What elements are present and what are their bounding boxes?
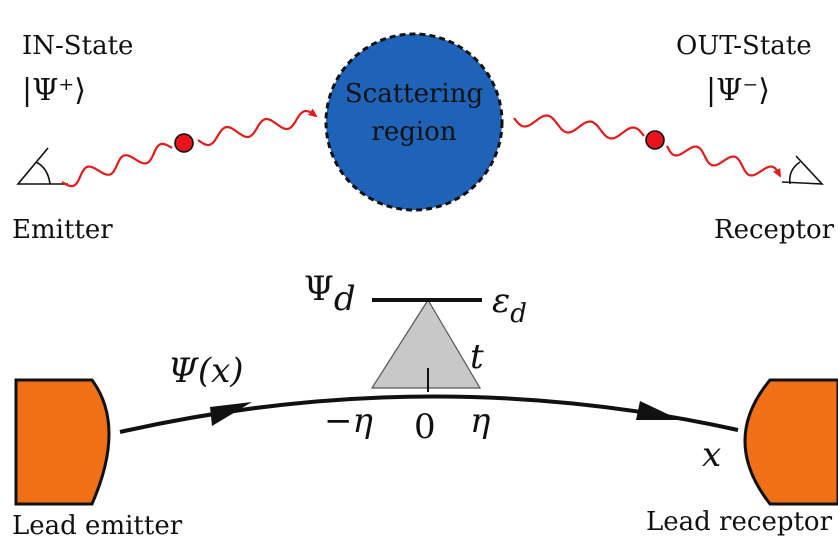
minus-eta-label: −η	[324, 401, 373, 441]
x-label: x	[702, 435, 721, 475]
lead-emitter-block	[14, 378, 111, 506]
zero-label: 0	[414, 407, 436, 447]
in-state-ket: |Ψ⁺⟩	[22, 73, 86, 108]
wire-arrow-left	[210, 402, 252, 426]
incoming-wave-2	[197, 108, 318, 147]
receptor-eye-icon	[781, 155, 824, 185]
emitter-label: Emitter	[12, 215, 113, 245]
wire-arrow-right	[636, 401, 680, 420]
outgoing-particle	[645, 130, 665, 150]
scattering-region-circle	[324, 32, 504, 212]
out-state-title: OUT-State	[676, 31, 812, 61]
incoming-particle	[174, 133, 194, 153]
lead-emitter-label: Lead emitter	[12, 511, 183, 541]
out-state-ket: |Ψ⁻⟩	[706, 73, 770, 108]
outgoing-wave-1	[513, 114, 645, 140]
lead-receptor-label: Lead receptor	[646, 507, 833, 537]
lead-receptor-block	[743, 378, 838, 506]
eta-label: η	[470, 401, 491, 441]
outgoing-wave-2	[666, 145, 781, 178]
receptor-label: Receptor	[714, 215, 835, 245]
coupling-triangle	[370, 298, 482, 389]
coupling-t-label: t	[470, 337, 484, 377]
incoming-wave-1	[61, 142, 173, 188]
scattering-region-line2: region	[371, 117, 456, 147]
emitter-eye-icon	[16, 147, 68, 185]
epsilon-d-label: εd	[492, 281, 527, 329]
scattering-region-line1: Scattering	[345, 79, 483, 109]
psi-x-label: Ψ(x)	[168, 351, 244, 391]
in-state-title: IN-State	[22, 31, 133, 61]
psi-d-label: Ψd	[304, 269, 356, 319]
